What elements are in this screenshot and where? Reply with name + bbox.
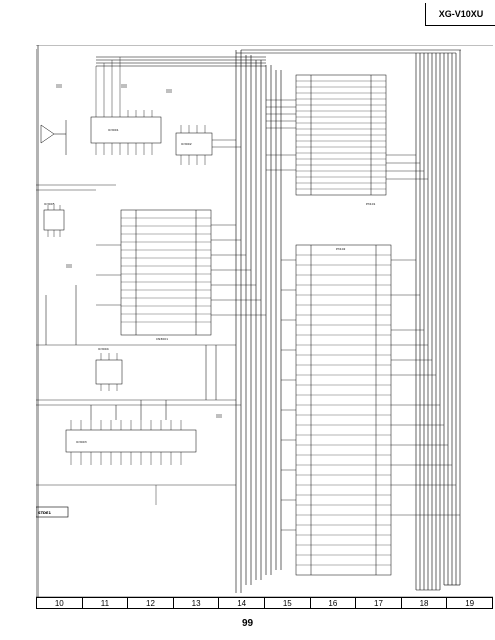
ruler-cell: 16 bbox=[311, 598, 357, 608]
connector-label-2: P3102 bbox=[336, 247, 346, 251]
ruler-cell: 11 bbox=[83, 598, 129, 608]
ruler-cell: 13 bbox=[174, 598, 220, 608]
model-number-text: XG-V10XU bbox=[438, 9, 484, 19]
ic-label-5: IC3005 bbox=[44, 202, 55, 206]
ic-top-middle bbox=[175, 132, 213, 156]
page-number: 99 bbox=[241, 618, 254, 629]
ruler-cell: 12 bbox=[128, 598, 174, 608]
ruler-cell: 15 bbox=[265, 598, 311, 608]
ic-label-3: IC3003 bbox=[76, 440, 87, 444]
ruler-cell: 19 bbox=[465, 598, 475, 608]
side-label-box bbox=[36, 506, 69, 518]
opamp-symbol bbox=[40, 120, 67, 155]
ic-label-4: IC3004 bbox=[98, 347, 109, 351]
ic-label-1: IC3001 bbox=[108, 128, 119, 132]
side-label-text: STDE1 bbox=[38, 511, 51, 515]
schematic-diagram: STDE1 IC3001 IC3002 IC3003 IC3004 IC3005… bbox=[36, 45, 493, 597]
ic-left-small bbox=[43, 209, 65, 231]
model-number-label: XG-V10XU bbox=[425, 3, 495, 26]
connector-block-middle bbox=[120, 209, 212, 336]
grid-ruler: 10 11 12 13 14 15 16 17 18 19 bbox=[36, 597, 493, 609]
connector-label-3: CN3001 bbox=[156, 337, 168, 341]
ruler-cell: 14 bbox=[219, 598, 265, 608]
ic-top-left bbox=[90, 116, 162, 144]
connector-label-1: P3101 bbox=[366, 202, 376, 206]
ruler-cell: 10 bbox=[37, 598, 83, 608]
connector-block-main bbox=[295, 244, 392, 576]
ic-label-2: IC3002 bbox=[181, 142, 192, 146]
ruler-cell: 18 bbox=[402, 598, 448, 608]
ruler-cell: 17 bbox=[356, 598, 402, 608]
passive-components bbox=[45, 84, 222, 420]
ic-center-small bbox=[95, 359, 123, 385]
